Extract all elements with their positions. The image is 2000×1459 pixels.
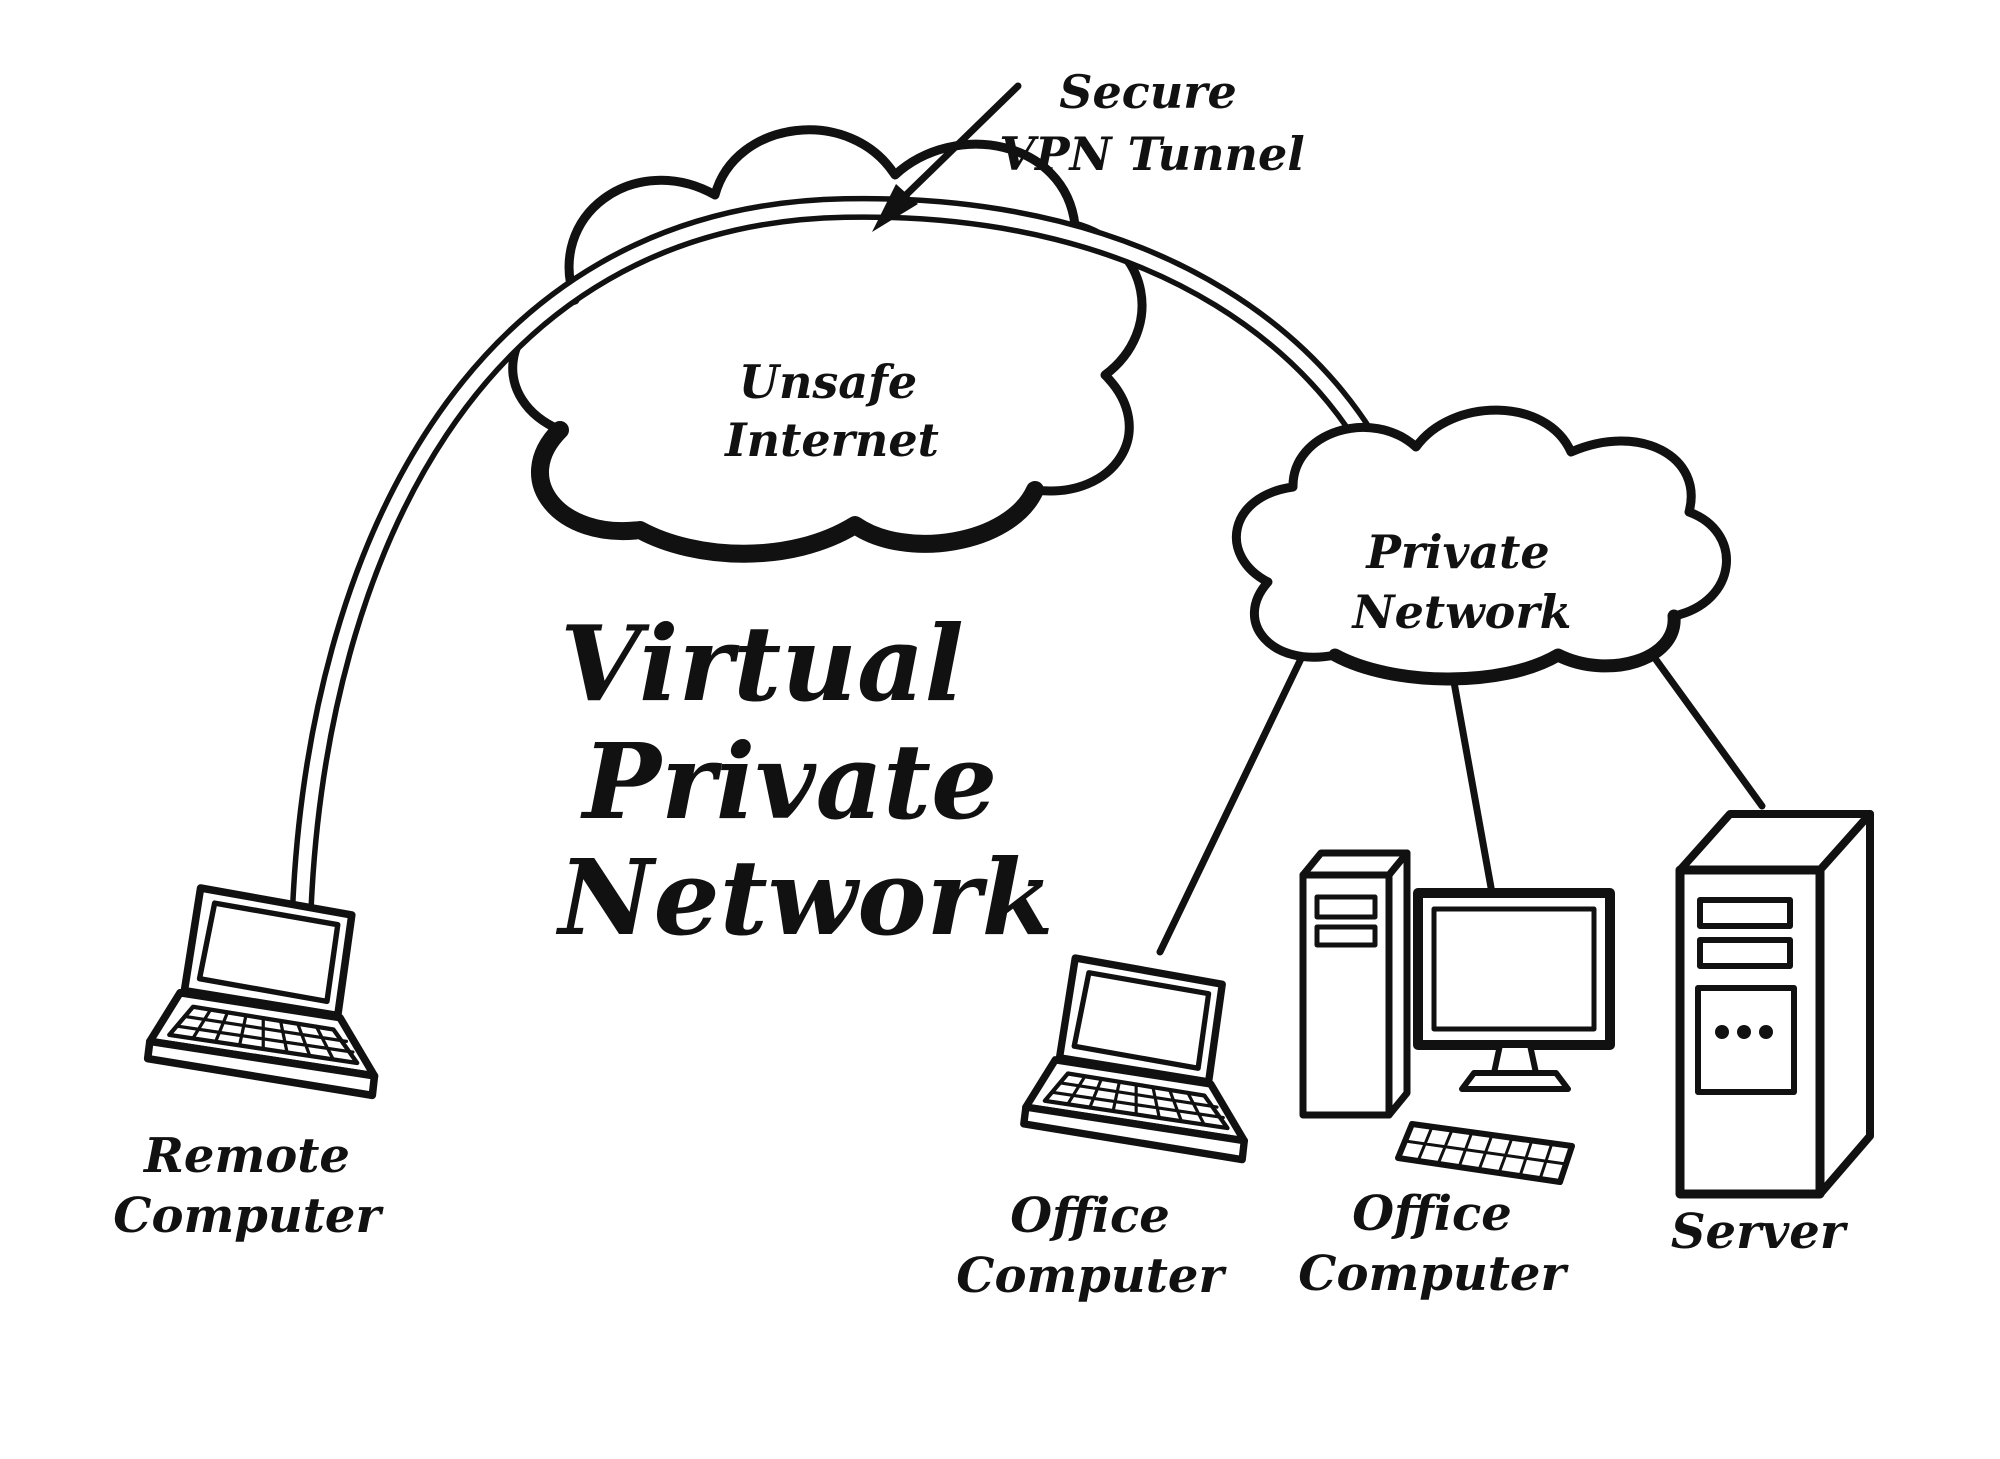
title-line-1: Virtual	[560, 602, 964, 725]
tunnel-arrow-line	[903, 82, 1022, 198]
private-cloud-thick-bottom	[1328, 609, 1681, 686]
internet-cloud	[508, 125, 1147, 559]
internet-cloud-label-line-2: Internet	[723, 413, 939, 467]
tunnel-inner-gap	[295, 201, 1409, 906]
monitor-base	[1459, 1070, 1571, 1092]
server-side	[1816, 810, 1874, 1198]
tunnel-arrowhead-icon	[872, 184, 918, 232]
office-laptop-use	[1024, 958, 1245, 1160]
office-laptop-icon	[1024, 958, 1245, 1160]
server-icon	[1675, 810, 1874, 1199]
office-desktop-label-line-2: Computer	[1298, 1246, 1569, 1302]
internet-cloud-label-line-1: Unsafe	[739, 355, 917, 409]
tunnel-label-line-1: Secure	[1059, 65, 1236, 119]
tunnel-arrow	[872, 82, 1022, 232]
title-line-2: Private	[580, 720, 998, 843]
tower-drive-bay-1	[1314, 894, 1378, 920]
title-line-3: Network	[555, 836, 1053, 959]
desktop-tower-icon	[1299, 849, 1411, 1119]
server-label: Server	[1671, 1204, 1849, 1260]
link-office-desktop	[1446, 656, 1496, 897]
private-cloud-label-line-2: Network	[1351, 585, 1572, 639]
tunnel-label-line-2: VPN Tunnel	[999, 127, 1304, 181]
desktop-monitor-icon	[1413, 888, 1615, 1092]
link-office-laptop	[1156, 636, 1314, 956]
internet-cloud-thick-bottom	[531, 421, 1044, 563]
vpn-tunnel-arc	[290, 195, 1414, 917]
remote-computer-icon	[148, 888, 375, 1095]
server-led-1	[1715, 1025, 1729, 1039]
private-cloud-label-line-1: Private	[1364, 525, 1549, 579]
remote-laptop-use	[148, 888, 375, 1095]
monitor-stand	[1491, 1042, 1539, 1076]
server-led-2	[1737, 1025, 1751, 1039]
server-led-3	[1759, 1025, 1773, 1039]
monitor-screen	[1431, 906, 1597, 1032]
desktop-keyboard-icon	[1395, 1121, 1575, 1185]
server-slot-2	[1697, 937, 1793, 969]
remote-computer-label-line-1: Remote	[142, 1128, 350, 1184]
remote-computer-label-line-2: Computer	[113, 1188, 384, 1244]
office-desktop-label-line-1: Office	[1352, 1186, 1512, 1242]
office-laptop-label-line-2: Computer	[956, 1248, 1227, 1304]
office-laptop-label-line-1: Office	[1010, 1188, 1170, 1244]
server-disk-panel	[1695, 985, 1797, 1095]
server-slot-1	[1697, 897, 1793, 929]
desktop-keyboard-grid	[1403, 1125, 1568, 1181]
tower-drive-bay-2	[1314, 924, 1378, 948]
office-desktop-icon	[1299, 849, 1615, 1185]
